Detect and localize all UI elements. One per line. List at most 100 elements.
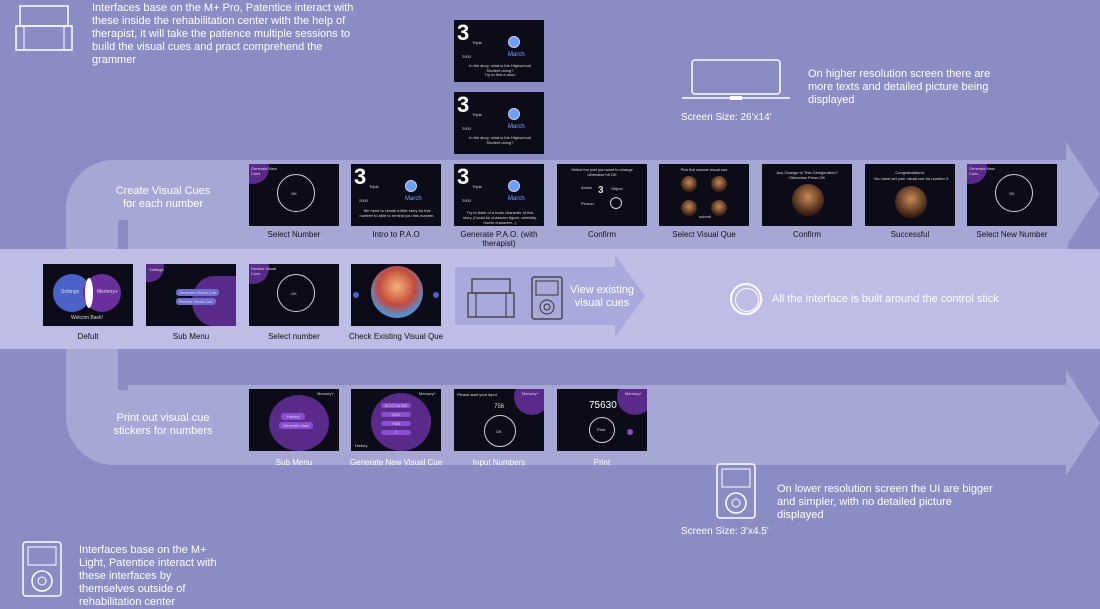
select-part-text: Select the part you want to change other… [571, 167, 633, 177]
ok-label: OK [291, 191, 297, 196]
story-line: In the story, what is the Highschool Stu… [469, 135, 531, 145]
ok-label: OK [1009, 191, 1015, 196]
screen-select-number: Generate New Cues OK [249, 164, 339, 226]
screen-intro-pao: 3 Triple 2003 March We need to create a … [351, 164, 441, 226]
year-label: 2003 [462, 198, 471, 203]
memory-label: Memory+ [317, 391, 334, 396]
screen-generate-pao: 3 Triple 2003 March Try to think of a ma… [454, 164, 544, 226]
big-number: 3 [457, 92, 470, 117]
label-select-visual-que: Select Visual Que [672, 230, 736, 239]
screen-select-number-main: Review Visual Cues OK [249, 264, 339, 326]
control-stick-icon-inner [735, 288, 759, 312]
print-heading: Print out visual cue stickers for number… [113, 412, 213, 437]
month-label: March [405, 196, 422, 202]
print-row-arrowhead [1066, 370, 1100, 476]
number-item: 7984 [381, 421, 411, 426]
control-stick-note: All the interface is built around the co… [772, 293, 999, 305]
year-label: 2003 [462, 126, 471, 131]
screen-print-sub-menu: Memory+ History Generate New [249, 389, 339, 451]
memory-label: Memory+ [97, 289, 118, 295]
bottom-note: Interfaces base on the M+ Light, Patenti… [79, 544, 217, 608]
year-label: 2003 [462, 54, 471, 59]
view-label: View existing visual cues [570, 284, 634, 309]
story-line2: Try to find a noun [484, 72, 516, 77]
label-generate-pao: Generate P.A.O. (with therapist) [460, 230, 538, 248]
control-stick-icon [730, 283, 762, 315]
ok-label: OK [496, 429, 502, 434]
story-line: In the story, what is the Highschool Stu… [469, 63, 531, 73]
generate-visual-cue: Generate Visual Cue [176, 289, 220, 296]
label-successful: Successful [890, 230, 930, 239]
label-confirm-2: Confirm [792, 230, 821, 239]
ipod-icon-bottomleft [22, 541, 62, 597]
month-label: March [508, 196, 525, 202]
low-res-note: On lower resolution screen the UI are bi… [777, 483, 993, 521]
number-item: 7 [381, 430, 411, 435]
screen-size-large: Screen Size: 26'x14' [681, 112, 772, 123]
triple-label: Triple [472, 184, 482, 189]
tv-icon-middle [467, 278, 515, 318]
create-heading: Create Visual Cues for each number [115, 185, 211, 210]
history-label: History [355, 443, 368, 448]
ok-label: OK [291, 291, 297, 296]
big-number: 3 [354, 164, 367, 189]
print-value: 75630 [589, 400, 617, 411]
screen-default: Settings Memory+ Welcom Back! [43, 264, 133, 326]
screen-successful: Congratulations! You have set your visua… [865, 164, 955, 226]
welcome-label: Welcom Back! [71, 315, 103, 321]
month-label: March [508, 52, 525, 58]
intro-line: We need to create a little story for thi… [359, 208, 435, 218]
triple-label: Triple [472, 40, 482, 45]
screen-print: Memory+ 75630 Print [557, 389, 647, 451]
ipod-icon-middle [531, 276, 563, 320]
label-select-number-main: Select number [268, 332, 320, 341]
triple-label: Triple [369, 184, 379, 189]
any-change-text: Any Change to This Genigeration? Otherwi… [776, 170, 838, 180]
screen-header: Generate New Cues [251, 166, 277, 176]
settings-label: Settings [61, 289, 80, 295]
label-intro-pao: Intro to P.A.O [372, 230, 420, 239]
submit-label: submit [699, 214, 711, 219]
screen-header: Review Visual Cues [251, 266, 277, 276]
review-visual-cue: Review Visual Cue [176, 298, 216, 305]
label-input-numbers: Input Numbers [472, 458, 526, 467]
confirm-number: 3 [598, 185, 604, 196]
triple-label: Triple [472, 112, 482, 117]
gen-line: Try to think of a main character of this… [463, 210, 537, 225]
object-label: Object [611, 186, 623, 191]
label-generate-new-cue: Generate New Visual Cue [349, 458, 443, 467]
label-default: Defult [77, 332, 99, 341]
screen-input-numbers: Please start your input Memory+ 756 OK [454, 389, 544, 451]
screen-size-small: Screen Size: 3'x4.5' [681, 526, 769, 537]
screen-generate-new-cue: Memory+ 8170714760 2021 7984 7 History [351, 389, 441, 451]
month-label: March [508, 124, 525, 130]
screen-confirm-1: Select the part you want to change other… [557, 164, 647, 226]
settings-label: Settings [149, 267, 164, 272]
label-print: Print [593, 458, 611, 467]
label-confirm-1: Confirm [587, 230, 616, 239]
saved-text: You have set your visual cue for number … [873, 176, 949, 181]
tv-icon-topleft [15, 5, 73, 51]
top-note: Interfaces base on the M+ Pro, Patentice… [92, 2, 354, 66]
label-select-number: Select Number [267, 230, 321, 239]
screen-select-new-number: Generate New Cues OK [967, 164, 1057, 226]
action-label: Action [581, 185, 593, 190]
label-print-sub-menu: Sub Menu [275, 458, 313, 467]
print-button-label: Print [597, 427, 606, 432]
screen-confirm-2: Any Change to This Genigeration? Otherwi… [762, 164, 852, 226]
input-prompt: Please start your input [457, 392, 497, 397]
screen-story-1: 3 Triple 2003 March In the story, what i… [454, 20, 544, 82]
screen-sub-menu: Settings Generate Visual Cue Review Visu… [146, 264, 236, 326]
label-select-new-number: Select New Number [976, 230, 1048, 239]
number-item: 8170714760 [381, 403, 411, 408]
screen-check-existing [351, 264, 441, 326]
ipod-icon-small [716, 463, 756, 519]
label-check-existing: Check Existing Visual Que [348, 332, 444, 341]
pick-cue-text: Pick the closest visual cue [680, 167, 728, 172]
big-number: 3 [457, 164, 470, 189]
memory-label: Memory+ [625, 391, 642, 396]
person-label: Person [581, 201, 594, 206]
large-screen-icon [682, 59, 790, 100]
number-item: 2021 [381, 412, 411, 417]
screen-header: Generate New Cues [969, 166, 995, 176]
